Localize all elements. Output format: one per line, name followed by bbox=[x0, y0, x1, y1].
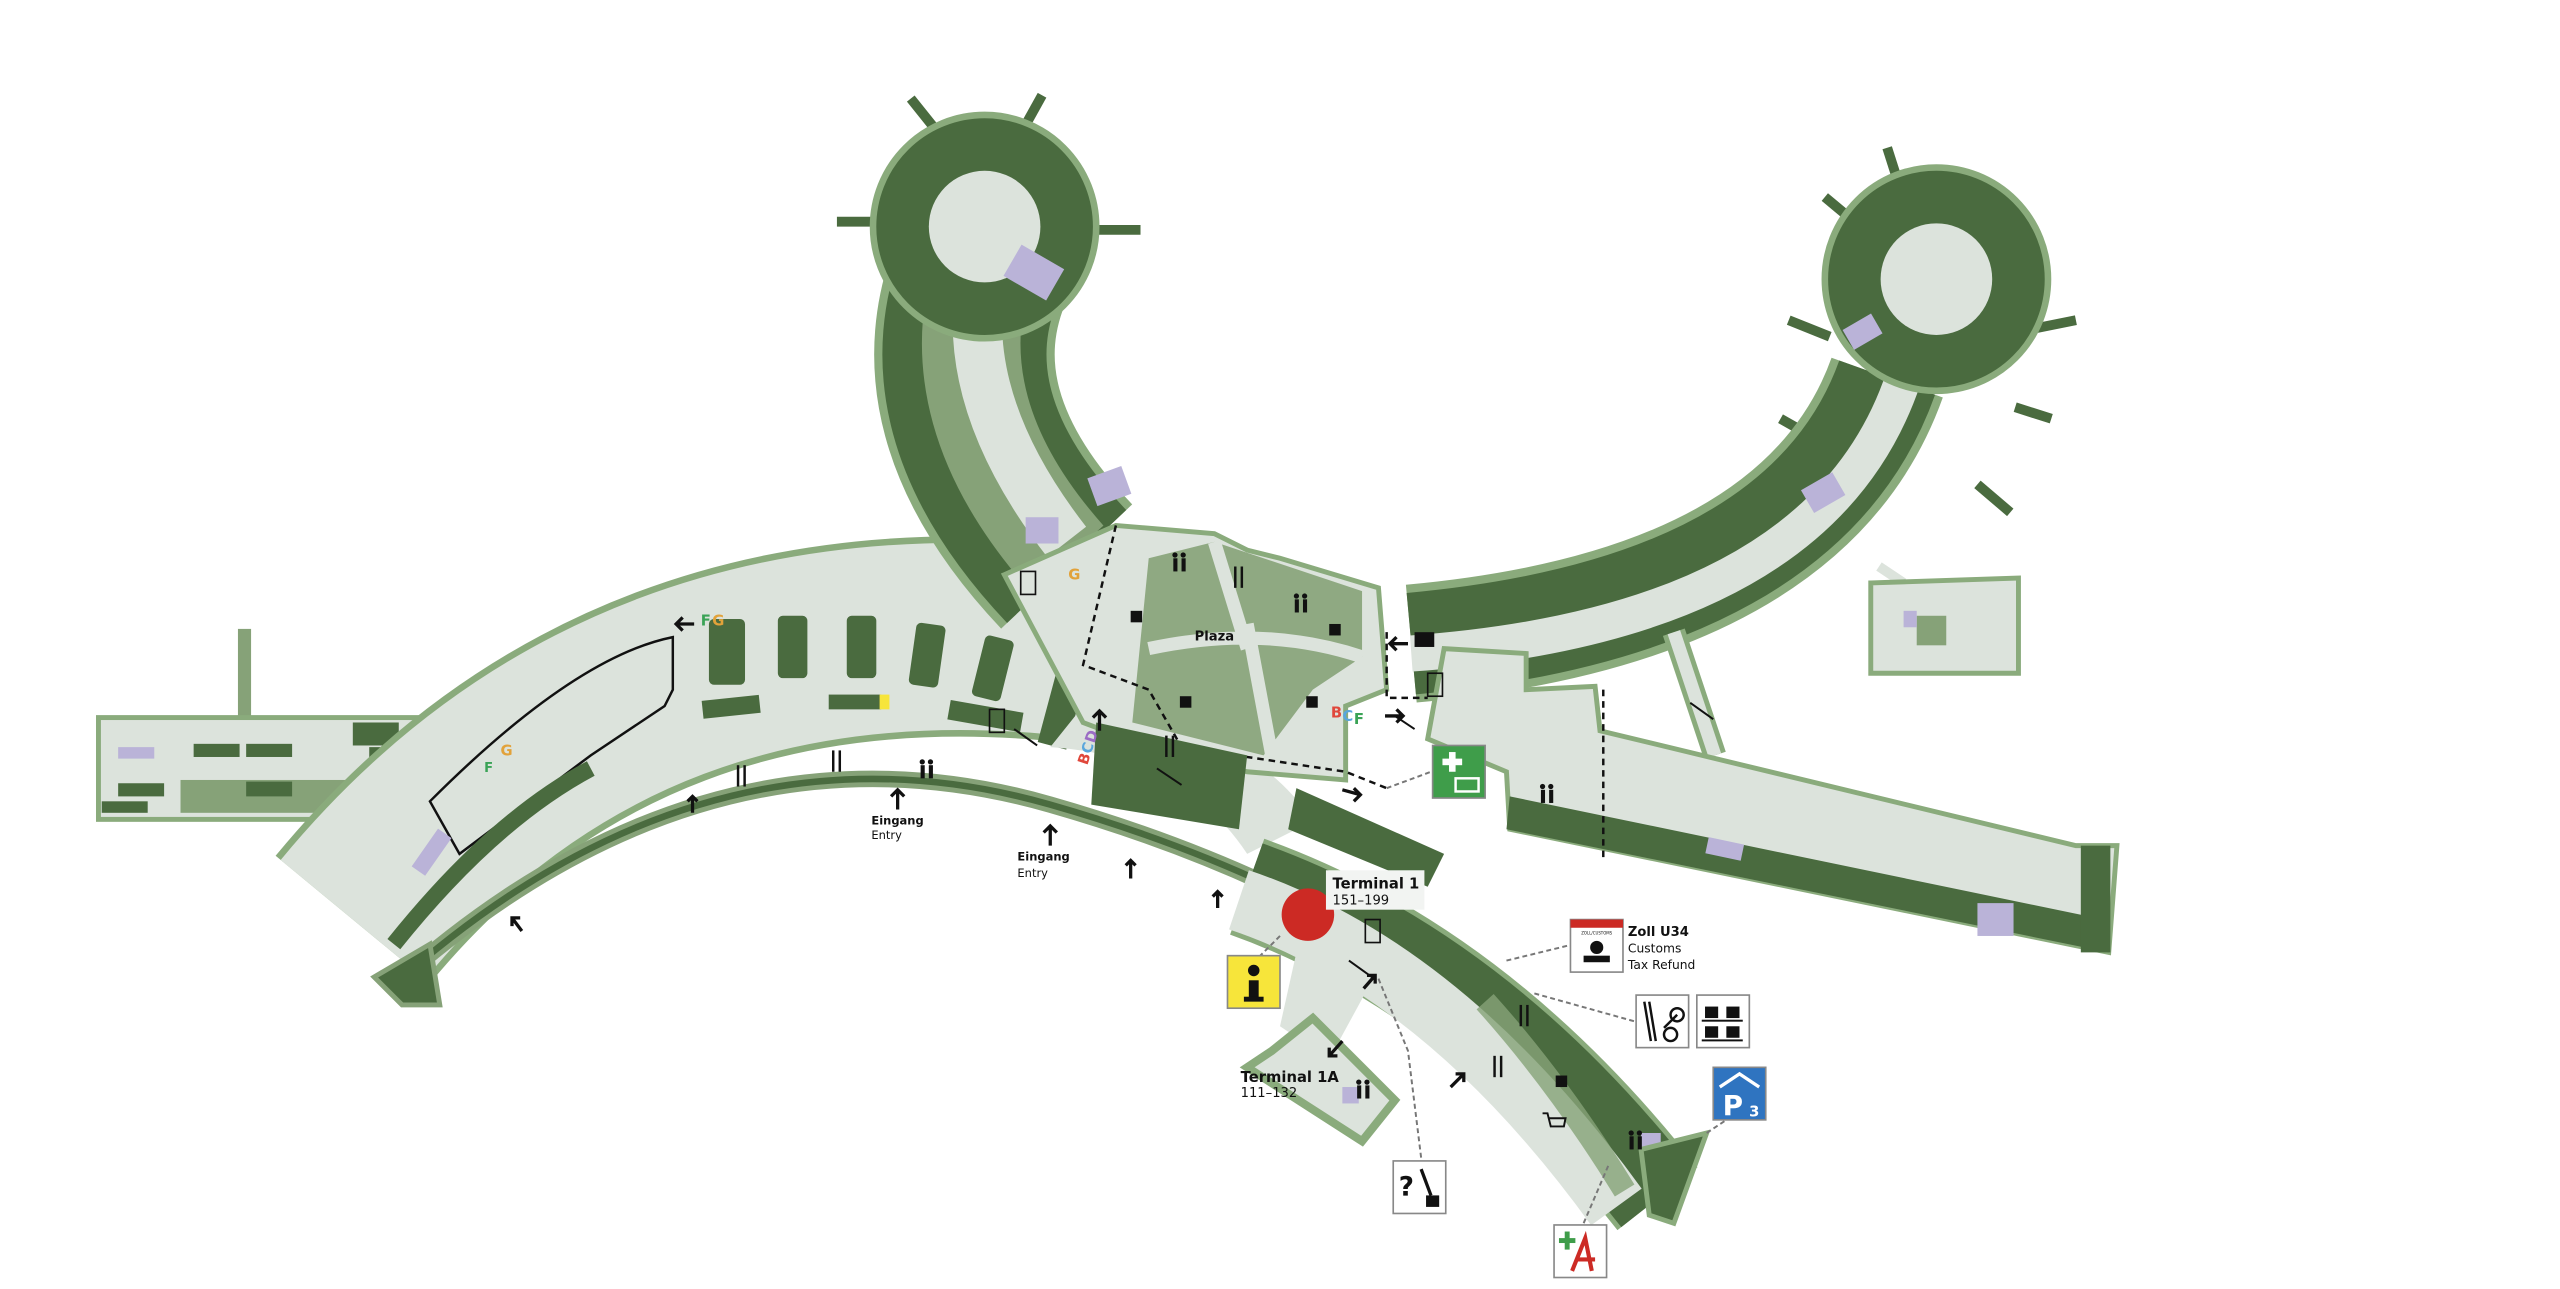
svg-text:111–132: 111–132 bbox=[1241, 1086, 1298, 1101]
information-icon bbox=[1243, 996, 1264, 1002]
svg-text:ZOLL/CUSTOMS: ZOLL/CUSTOMS bbox=[1581, 930, 1612, 935]
east-building bbox=[1424, 646, 2120, 956]
svg-text:Terminal 1: Terminal 1 bbox=[1333, 875, 1420, 892]
arrow-icon bbox=[1091, 708, 1108, 731]
svg-text:F: F bbox=[701, 613, 711, 630]
parking-p3-sign[interactable]: P 3 bbox=[1712, 1066, 1767, 1122]
pier-letter-f-left: F bbox=[484, 761, 493, 776]
svg-text:Customs: Customs bbox=[1628, 941, 1682, 955]
arrow-icon bbox=[686, 794, 699, 813]
pier-letter-g-north: G bbox=[1068, 567, 1080, 584]
pier-direction-fg: F G bbox=[701, 613, 725, 630]
direction-arrows bbox=[510, 616, 1466, 1089]
arrow-icon bbox=[1385, 708, 1406, 724]
arrow-icon bbox=[1042, 823, 1058, 846]
arrow-icon bbox=[1327, 1039, 1344, 1058]
lost-and-found-icon: ? bbox=[1399, 1172, 1414, 1202]
restaurant-icon bbox=[1165, 735, 1175, 757]
restaurant-icon bbox=[1493, 1055, 1503, 1078]
facility-icons bbox=[736, 552, 1714, 1150]
pier-direction-bcd: B C D bbox=[1075, 728, 1102, 767]
you-are-here-marker bbox=[1281, 888, 1335, 941]
arrow-icon bbox=[1211, 889, 1224, 909]
information-sign[interactable] bbox=[1226, 954, 1281, 1010]
svg-text:Terminal 1A: Terminal 1A bbox=[1241, 1069, 1340, 1086]
arrow-icon bbox=[1341, 787, 1363, 803]
lost-and-found-sign[interactable]: ? bbox=[1392, 1160, 1447, 1215]
plaza-label: Plaza bbox=[1195, 629, 1234, 644]
baggage-claim-icon bbox=[1414, 632, 1435, 647]
svg-text:3: 3 bbox=[1749, 1104, 1759, 1121]
entry-label-2: Eingang Entry bbox=[1017, 849, 1069, 879]
svg-text:Entry: Entry bbox=[871, 828, 902, 842]
entry-label-1: Eingang Entry bbox=[871, 813, 923, 842]
restaurant-icon bbox=[1519, 1004, 1529, 1027]
customs-sign[interactable]: ZOLL/CUSTOMS bbox=[1569, 918, 1624, 973]
restroom-icon bbox=[1293, 593, 1308, 613]
first-aid-sign[interactable] bbox=[1431, 744, 1486, 799]
shopping-cart-icon bbox=[1542, 1112, 1567, 1128]
baggage-lockers-sign[interactable] bbox=[1696, 994, 1751, 1049]
customs-stamp-icon bbox=[1590, 940, 1604, 955]
svg-text:G: G bbox=[712, 613, 724, 630]
svg-text:Eingang: Eingang bbox=[1017, 849, 1069, 863]
svg-text:F: F bbox=[1354, 711, 1364, 728]
bulky-baggage-sign[interactable] bbox=[1635, 994, 1690, 1049]
svg-text:C: C bbox=[1078, 740, 1098, 756]
restroom-icon bbox=[1628, 1130, 1643, 1150]
parking-icon bbox=[1718, 1071, 1761, 1089]
svg-text:Entry: Entry bbox=[1017, 866, 1048, 880]
arrow-icon bbox=[1449, 1072, 1466, 1089]
restaurant-icon bbox=[832, 750, 842, 772]
pier-direction-bcf: B C F bbox=[1331, 705, 1364, 729]
restroom-icon bbox=[1539, 783, 1554, 803]
arrow-icon bbox=[673, 616, 695, 632]
ski-bike-bulky-baggage-icon bbox=[1643, 1001, 1685, 1043]
restroom-icon bbox=[919, 759, 934, 779]
terminal1a-label: Terminal 1A 111–132 bbox=[1241, 1069, 1340, 1101]
arrow-icon bbox=[889, 787, 906, 810]
customs-label: Zoll U34 Customs Tax Refund bbox=[1627, 925, 1695, 972]
escalator-icon bbox=[1013, 701, 1714, 978]
restroom-icon bbox=[1172, 552, 1186, 572]
elevator-icon bbox=[988, 570, 1444, 944]
svg-text:Tax Refund: Tax Refund bbox=[1627, 958, 1695, 972]
arrow-icon bbox=[510, 916, 524, 933]
terminal1a-building bbox=[1239, 952, 1401, 1147]
svg-text:151–199: 151–199 bbox=[1333, 894, 1390, 909]
right-pier bbox=[1405, 146, 2077, 759]
north-pier bbox=[836, 92, 1141, 629]
restaurant-icon bbox=[1234, 566, 1244, 588]
pharmacy-sign[interactable] bbox=[1553, 1224, 1608, 1279]
svg-text:B: B bbox=[1331, 705, 1342, 722]
shop-icon bbox=[1130, 610, 1568, 1088]
svg-text:Zoll U34: Zoll U34 bbox=[1628, 925, 1689, 940]
svg-text:P: P bbox=[1723, 1089, 1743, 1122]
terminal1-label: Terminal 1 151–199 bbox=[1325, 870, 1425, 910]
svg-text:D: D bbox=[1082, 728, 1102, 745]
arrow-icon bbox=[1387, 635, 1408, 652]
arrow-icon bbox=[1124, 858, 1137, 879]
svg-text:C: C bbox=[1342, 708, 1353, 725]
restaurant-icon bbox=[736, 765, 746, 787]
pier-letter-g-left: G bbox=[501, 742, 513, 759]
svg-text:Eingang: Eingang bbox=[871, 813, 923, 827]
baggage-lockers-icon bbox=[1701, 1006, 1743, 1042]
svg-text:B: B bbox=[1075, 751, 1095, 767]
restroom-icon bbox=[1356, 1079, 1370, 1099]
